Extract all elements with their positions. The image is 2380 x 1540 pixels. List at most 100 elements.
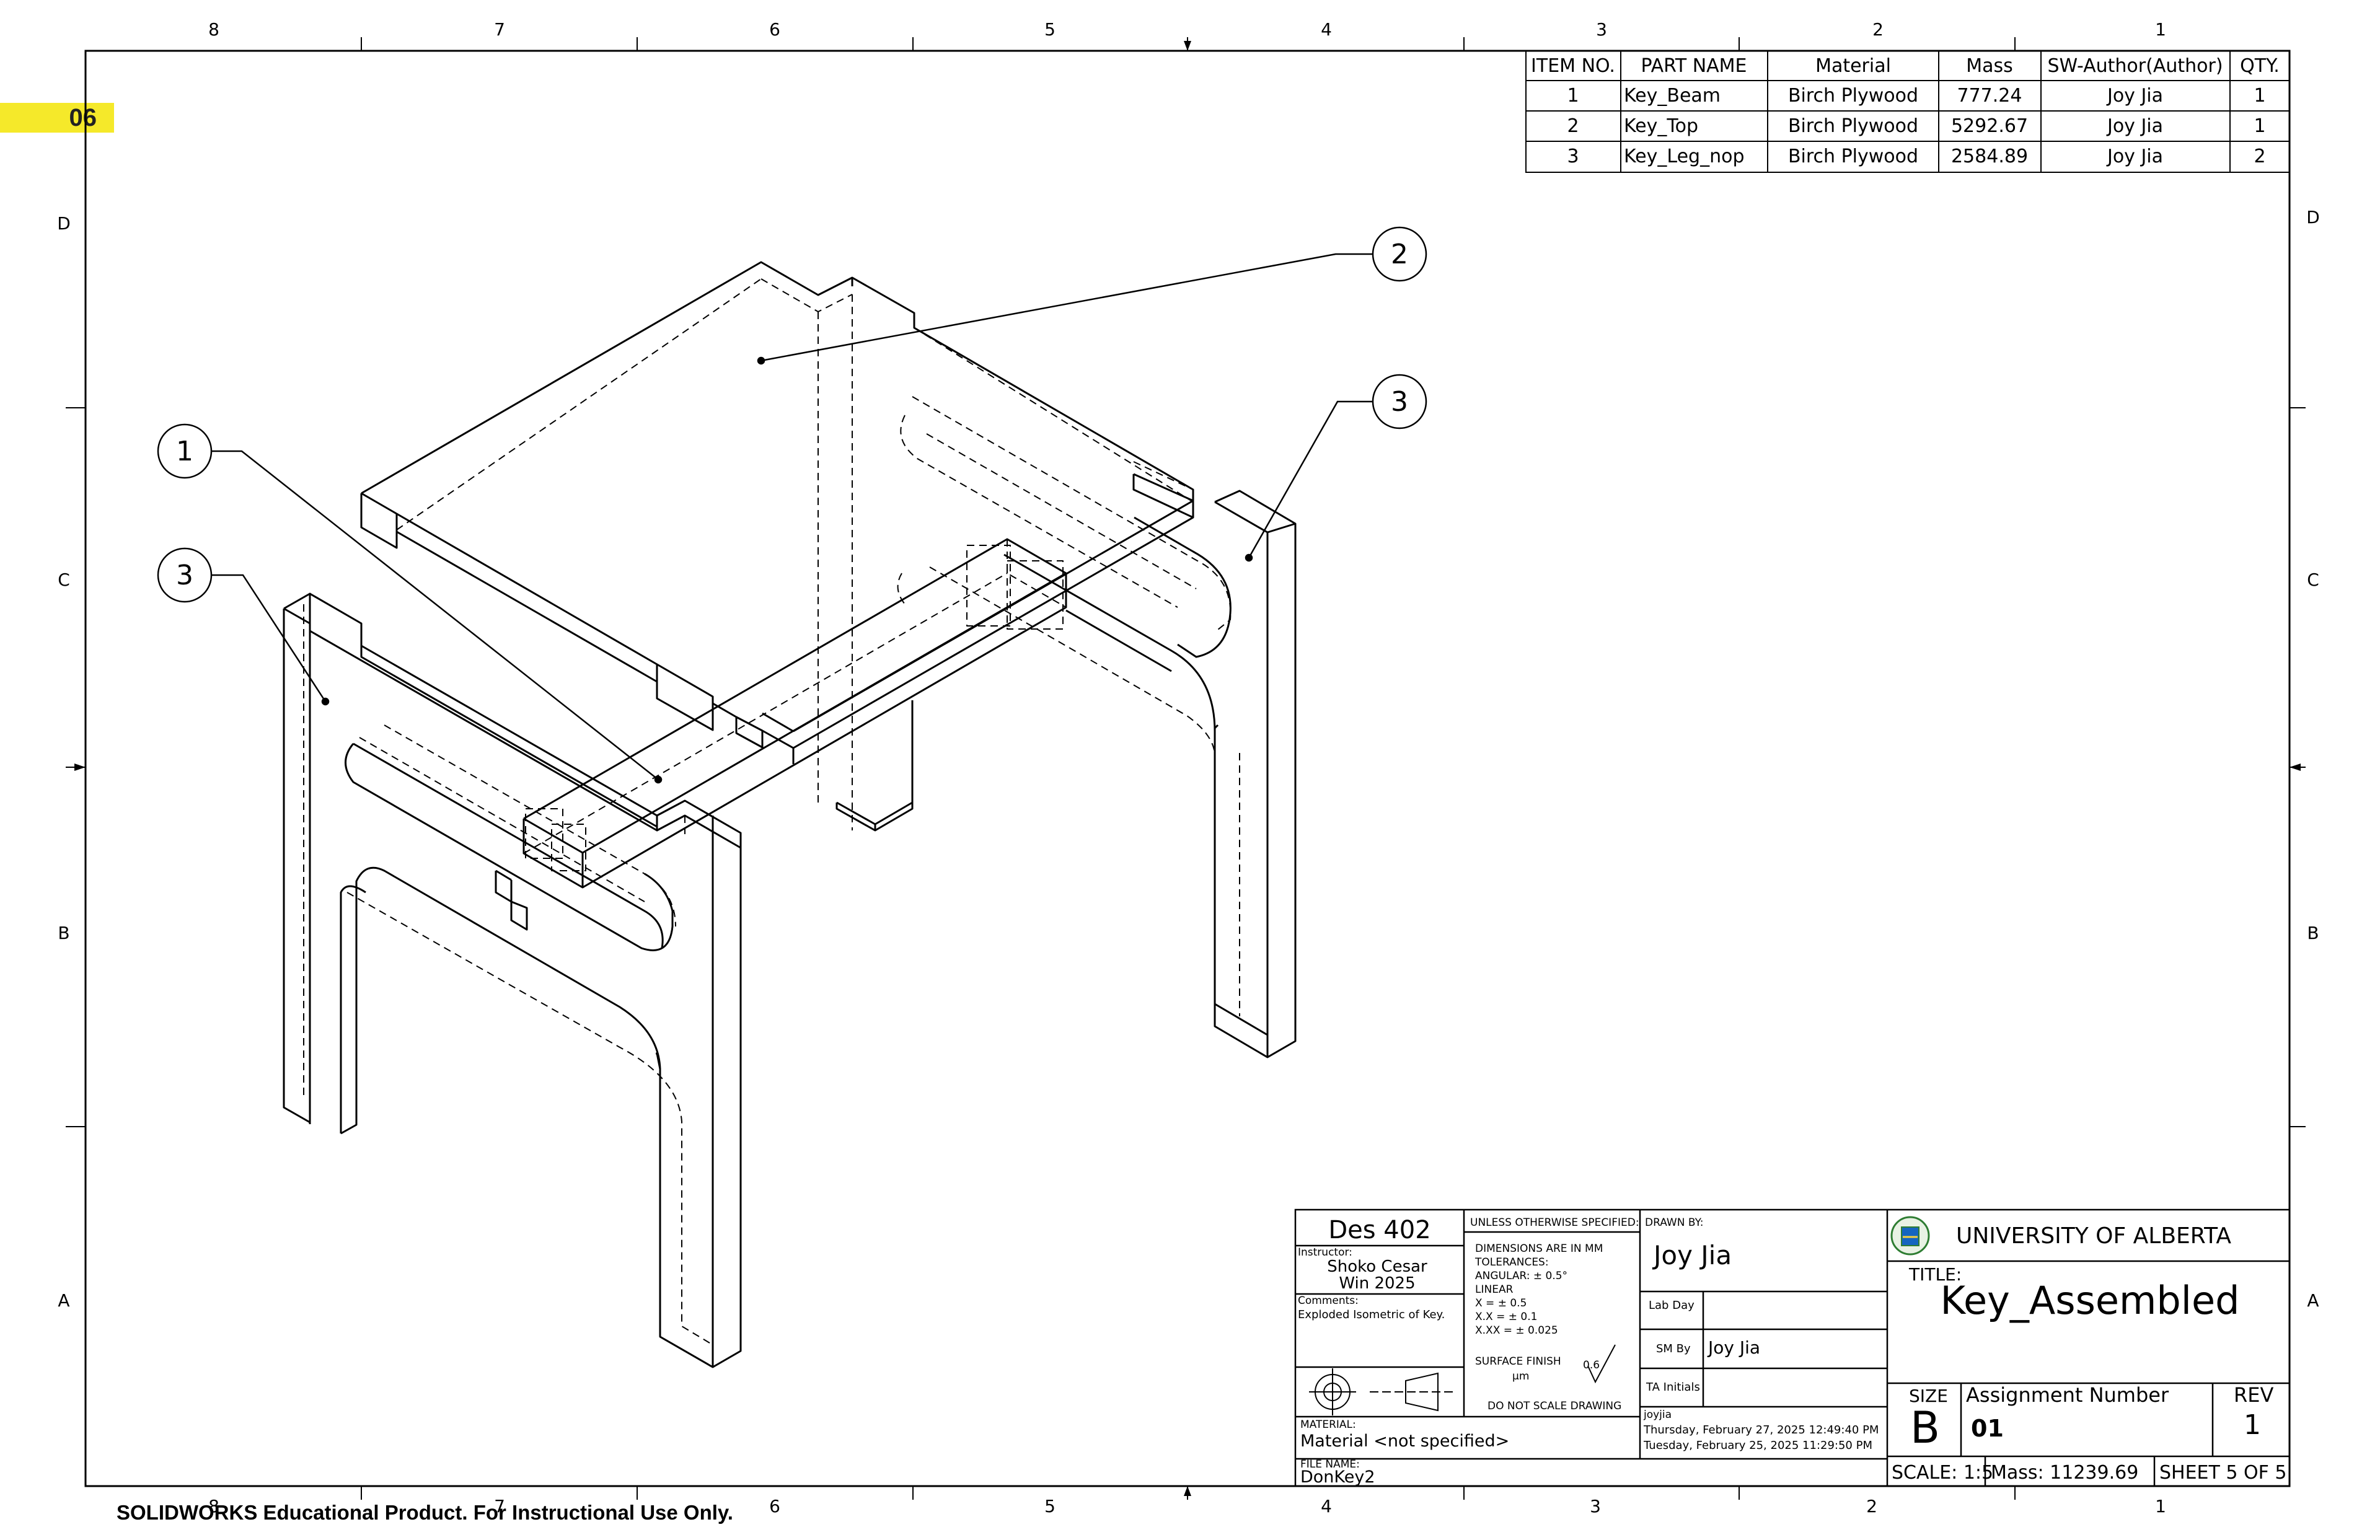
instructor-name: Shoko Cesar (1327, 1257, 1427, 1276)
university-name: UNIVERSITY OF ALBERTA (1956, 1223, 2231, 1249)
bom-row2-qty: 1 (2254, 115, 2265, 137)
bom-header-author: SW-Author(Author) (2047, 55, 2223, 77)
key-beam-part (522, 538, 1067, 889)
zone-col-8-bottom: 8 (208, 1496, 219, 1516)
date-modified: Thursday, February 27, 2025 12:49:40 PM (1643, 1423, 1879, 1437)
tolerance-line-7: X.XX = ± 0.025 (1475, 1324, 1558, 1337)
bom-row3-qty: 2 (2254, 146, 2265, 167)
lab-day-label: Lab Day (1649, 1299, 1695, 1312)
bom-row2-part: Key_Top (1624, 115, 1698, 137)
zone-col-6-bottom: 6 (769, 1496, 780, 1516)
assignment-number-label: Assignment Number (1966, 1383, 2169, 1407)
course-label: Des 402 (1328, 1216, 1430, 1244)
tolerance-line-1: DIMENSIONS ARE IN MM (1475, 1243, 1603, 1255)
comments-label: Comments: (1298, 1295, 1359, 1307)
key-leg-left (283, 592, 742, 1368)
bom-row2-mass: 5292.67 (1951, 115, 2028, 137)
zone-col-6-top: 6 (769, 19, 780, 40)
center-arrows (74, 41, 2301, 1496)
surface-finish-icon (1587, 1344, 1616, 1384)
unless-specified-label: UNLESS OTHERWISE SPECIFIED: (1470, 1217, 1639, 1229)
bom-row3-item: 3 (1567, 146, 1579, 167)
material-label: MATERIAL: (1300, 1419, 1356, 1431)
bom-row1-item: 1 (1567, 85, 1579, 107)
surface-finish-label: SURFACE FINISH (1475, 1355, 1561, 1368)
bom-header-part: PART NAME (1641, 55, 1747, 77)
sheet-label: SHEET 5 OF 5 (2159, 1462, 2287, 1484)
comments-text: Exploded Isometric of Key. (1298, 1308, 1445, 1321)
key-leg-right (835, 396, 1297, 1058)
bom-row1-mass: 777.24 (1957, 85, 2022, 107)
tolerance-line-4: LINEAR (1475, 1283, 1514, 1296)
zone-col-3-top: 3 (1596, 19, 1607, 40)
zone-col-4-top: 4 (1321, 19, 1332, 40)
zone-row-c-right: C (2307, 570, 2319, 590)
solidworks-watermark: SOLIDWORKS Educational Product. For Inst… (117, 1501, 733, 1524)
material-value: Material <not specified> (1300, 1432, 1509, 1451)
zone-col-8-top: 8 (208, 19, 219, 40)
balloon-callouts (157, 226, 1427, 784)
drawn-by-name: Joy Jia (1652, 1240, 1732, 1270)
surface-finish-unit: μm (1512, 1370, 1529, 1383)
tolerance-line-2: TOLERANCES: (1474, 1256, 1549, 1269)
zone-row-d-right: D (2306, 207, 2320, 227)
key-top-part (360, 261, 1194, 830)
zone-row-a-left: A (58, 1290, 69, 1311)
tolerance-line-6: X.X = ± 0.1 (1475, 1311, 1537, 1323)
zone-row-a-right: A (2307, 1290, 2319, 1311)
balloon-3-right-label: 3 (1391, 386, 1408, 418)
size-label: SIZE (1909, 1386, 1948, 1406)
bom-row1-author: Joy Jia (2106, 85, 2163, 107)
bom-header-material: Material (1815, 55, 1891, 77)
ta-initials-label: TA Initials (1646, 1381, 1700, 1394)
instructor-label: Instructor: (1298, 1246, 1352, 1259)
zone-col-1-bottom: 1 (2155, 1496, 2166, 1516)
rev-value: 1 (2244, 1409, 2261, 1441)
zone-row-b-right: B (2307, 923, 2319, 943)
bom-row2-material: Birch Plywood (1788, 115, 1918, 137)
drawn-by-label: DRAWN BY: (1645, 1217, 1703, 1229)
surface-finish-value: 0.6 (1583, 1359, 1600, 1371)
university-crest-icon (1890, 1216, 1930, 1256)
bom-header-item: ITEM NO. (1531, 55, 1615, 77)
third-angle-projection-icon (1309, 1368, 1455, 1415)
zone-col-5-top: 5 (1044, 19, 1056, 40)
zone-col-2-bottom: 2 (1866, 1496, 1877, 1516)
scale-label: SCALE: 1:5 (1892, 1462, 1993, 1484)
term-label: Win 2025 (1339, 1274, 1415, 1293)
bom-row2-author: Joy Jia (2106, 115, 2163, 137)
bom-row3-material: Birch Plywood (1788, 146, 1918, 167)
file-name-value: DonKey2 (1300, 1467, 1375, 1487)
zone-col-4-bottom: 4 (1321, 1496, 1332, 1516)
bom-row2-item: 2 (1567, 115, 1579, 137)
size-value: B (1910, 1402, 1940, 1453)
assignment-number-value: 01 (1971, 1415, 2004, 1442)
bom-row1-qty: 1 (2254, 85, 2265, 107)
tolerance-line-5: X = ± 0.5 (1475, 1297, 1527, 1309)
tolerance-line-3: ANGULAR: ± 0.5° (1475, 1270, 1567, 1282)
bom-row3-mass: 2584.89 (1951, 146, 2028, 167)
bom-row3-author: Joy Jia (2106, 146, 2163, 167)
sheet-number-tag: 06 (0, 103, 114, 133)
balloon-2-label: 2 (1391, 239, 1408, 270)
zone-col-5-bottom: 5 (1044, 1496, 1056, 1516)
rev-label: REV (2234, 1383, 2273, 1407)
zone-col-2-top: 2 (1872, 19, 1884, 40)
bom-header-qty: QTY. (2240, 55, 2280, 77)
date-created: Tuesday, February 25, 2025 11:29:50 PM (1643, 1439, 1872, 1452)
sm-by-label: SM By (1656, 1342, 1691, 1355)
bom-table: ITEM NO. PART NAME Material Mass SW-Auth… (1525, 50, 2290, 173)
zone-row-c-left: C (58, 570, 70, 590)
balloon-1-label: 1 (176, 436, 193, 467)
balloon-3-left-label: 3 (176, 560, 193, 591)
drawing-title: Key_Assembled (1940, 1278, 2239, 1323)
user-name: joyjia (1643, 1409, 1672, 1421)
bom-row3-part: Key_Leg_nop (1624, 146, 1745, 167)
zone-col-1-top: 1 (2155, 19, 2166, 40)
do-not-scale-label: DO NOT SCALE DRAWING (1488, 1400, 1621, 1412)
zone-col-3-bottom: 3 (1590, 1496, 1601, 1516)
bom-row1-material: Birch Plywood (1788, 85, 1918, 107)
zone-row-d-left: D (57, 213, 71, 234)
isometric-assembly (283, 261, 1297, 1368)
